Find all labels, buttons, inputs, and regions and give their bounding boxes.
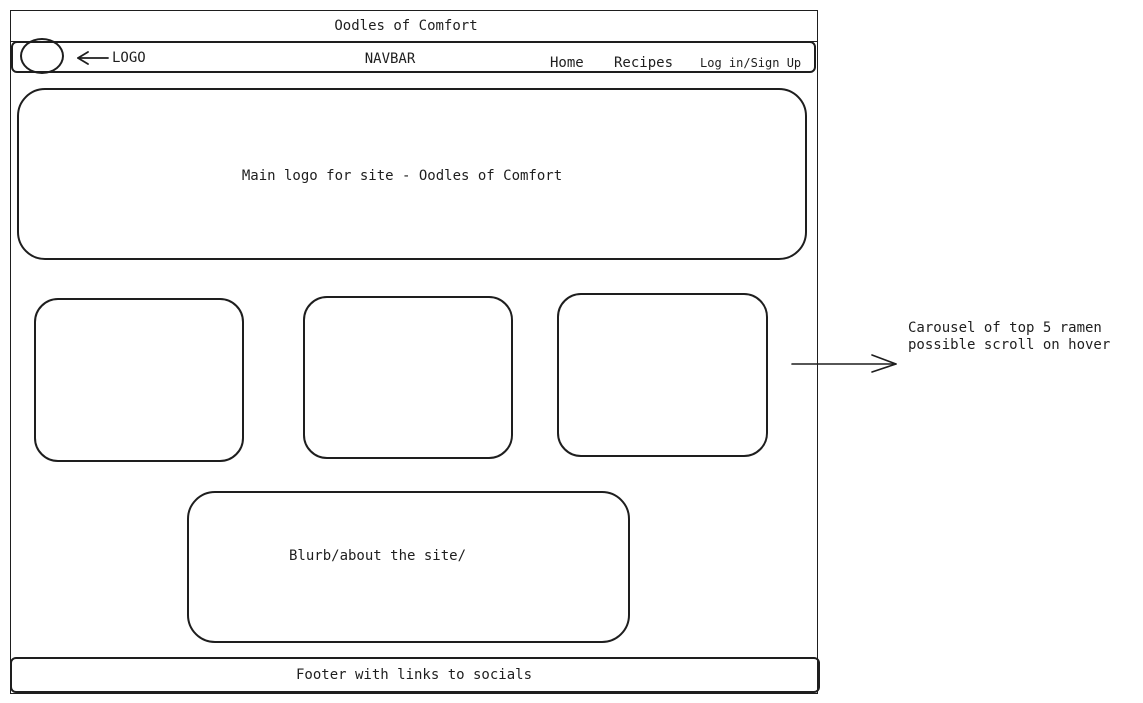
carousel-annotation-line2: possible scroll on hover (908, 337, 1111, 353)
hero-text: Main logo for site - Oodles of Comfort (241, 168, 563, 184)
logo-note: LOGO (112, 50, 146, 66)
footer-text: Footer with links to socials (295, 667, 533, 683)
navbar (11, 41, 816, 73)
carousel-card[interactable] (34, 298, 244, 462)
carousel-card[interactable] (303, 296, 513, 459)
navbar-label: NAVBAR (364, 51, 416, 67)
carousel-annotation-line1: Carousel of top 5 ramen (908, 320, 1102, 336)
blurb-box (187, 491, 630, 643)
nav-link-home[interactable]: Home (550, 55, 584, 71)
hero-logo-box (17, 88, 807, 260)
footer (10, 657, 820, 693)
page-title: Oodles of Comfort (334, 18, 478, 34)
nav-link-recipes[interactable]: Recipes (614, 55, 674, 71)
carousel-card[interactable] (557, 293, 768, 457)
logo-placeholder[interactable] (20, 38, 64, 74)
nav-link-login[interactable]: Log in/Sign Up (700, 56, 802, 70)
blurb-text: Blurb/about the site/ (289, 548, 467, 564)
